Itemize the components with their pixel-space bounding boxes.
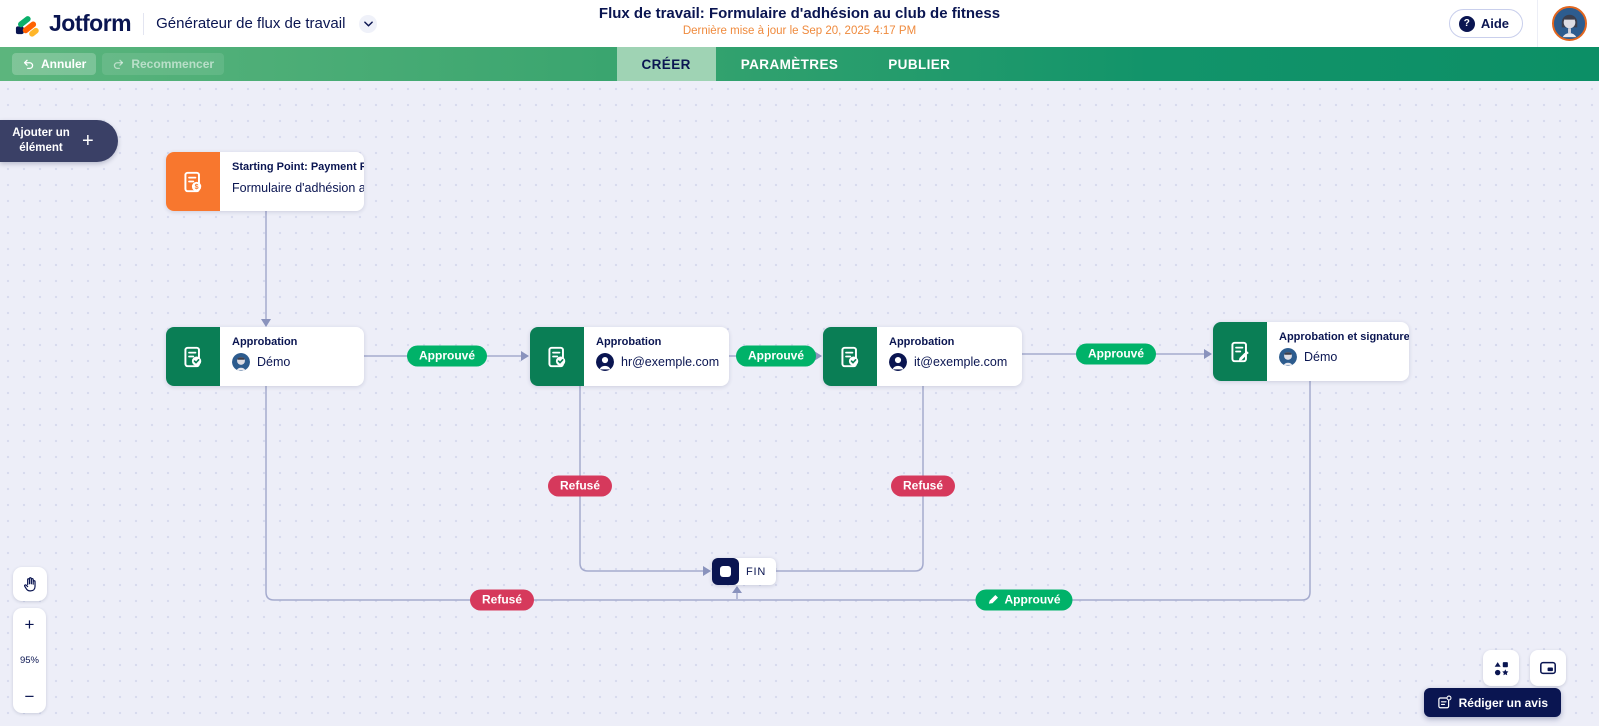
add-element-button[interactable]: Ajouter un élément + [0,120,118,162]
help-label: Aide [1480,16,1509,31]
shapes-icon [1494,661,1508,675]
assignee-avatar [889,353,907,371]
edge-label-refused-3[interactable]: Refusé [469,589,535,611]
hand-icon [23,576,36,591]
add-element-label: Ajouter un élément [12,127,70,154]
redo-label: Recommencer [131,57,215,71]
node-approval-demo[interactable]: Approbation Démo [166,327,364,386]
approval-signature-icon [1213,322,1267,381]
write-review-button[interactable]: Rédiger un avis [1423,688,1561,717]
undo-icon [23,59,34,69]
plus-icon: + [82,130,94,152]
picture-in-picture-icon [1540,661,1556,675]
user-avatar[interactable] [1552,6,1587,41]
preview-panel-button[interactable] [1530,650,1566,686]
node-end[interactable]: FIN [712,558,777,585]
undo-button[interactable]: Annuler [12,53,97,75]
payment-form-icon: $ [166,152,220,211]
assignee-name: hr@exemple.com [621,355,720,369]
node-start-payment-form[interactable]: $ Starting Point: Payment Form Formulair… [166,152,364,211]
assignee-name: Démo [257,355,291,369]
builder-toolbar: Annuler Recommencer CRÉER PARAMÈTRES PUB… [0,47,1599,81]
zoom-in-button[interactable]: + [24,614,35,634]
assignee-avatar [596,353,614,371]
approval-icon [823,327,877,386]
assignee-avatar [1279,348,1297,366]
edge-label-refused-2[interactable]: Refusé [890,475,956,497]
edge-label-approved-3[interactable]: Approuvé [1075,343,1157,365]
end-label: FIN [746,565,767,578]
assignee-name: it@exemple.com [914,355,1008,369]
assignee-avatar [232,353,250,371]
end-icon [712,558,739,585]
header-divider [143,12,145,35]
node-subtitle: Formulaire d'adhésion au ... [232,181,364,195]
workflow-title-block: Flux de travail: Formulaire d'adhésion a… [599,5,1000,37]
brand-wordmark: Jotform [49,10,132,36]
last-updated-text: Dernière mise à jour le Sep 20, 2025 4:1… [682,25,917,37]
chevron-down-icon[interactable] [359,14,378,33]
write-review-label: Rédiger un avis [1458,695,1548,710]
app-name: Générateur de flux de travail [156,15,346,32]
write-review-icon [1437,695,1452,709]
node-title: Approbation [889,336,955,348]
edge-label-approved-2[interactable]: Approuvé [735,345,817,367]
undo-label: Annuler [41,57,87,71]
assignee-name: Démo [1304,350,1338,364]
header-vertical-divider [1537,0,1538,47]
redo-button[interactable]: Recommencer [102,53,225,75]
svg-text:$: $ [195,184,199,191]
zoom-level: 95% [19,655,39,666]
builder-tabs: CRÉER PARAMÈTRES PUBLIER [616,47,975,81]
node-title: Approbation et signature [1279,331,1409,343]
pan-tool-button[interactable] [13,567,47,601]
zoom-out-button[interactable]: − [24,686,35,706]
page-title: Flux de travail: Formulaire d'adhésion a… [598,5,1001,22]
node-title: Starting Point: Payment Form [232,161,364,173]
edge-label-approved-1[interactable]: Approuvé [406,345,488,367]
edge-label-approved-signature[interactable]: Approuvé [975,589,1073,611]
redo-icon [114,59,124,69]
workflow-canvas[interactable]: Ajouter un élément + $ Starting Point: P… [0,81,1599,726]
approval-icon [166,327,220,386]
node-title: Approbation [232,336,298,348]
signature-pen-icon [988,595,998,604]
approval-icon [530,327,584,386]
node-approval-signature[interactable]: Approbation et signature Démo [1213,322,1409,381]
elements-view-button[interactable] [1483,650,1519,686]
node-approval-it[interactable]: Approbation it@exemple.com [823,327,1022,386]
help-button[interactable]: ? Aide [1448,9,1523,38]
jotform-logo[interactable]: Jotform [14,10,132,37]
question-mark-icon: ? [1458,15,1475,32]
jotform-logo-icon [15,16,39,37]
edge-label-refused-1[interactable]: Refusé [547,475,613,497]
app-header: Jotform Générateur de flux de travail Fl… [0,0,1599,47]
zoom-control: + 95% − [13,608,46,713]
tab-publier[interactable]: PUBLIER [888,56,951,72]
tab-creer[interactable]: CRÉER [616,47,716,81]
node-approval-hr[interactable]: Approbation hr@exemple.com [530,327,729,386]
node-title: Approbation [596,336,662,348]
tab-parametres[interactable]: PARAMÈTRES [740,56,839,72]
